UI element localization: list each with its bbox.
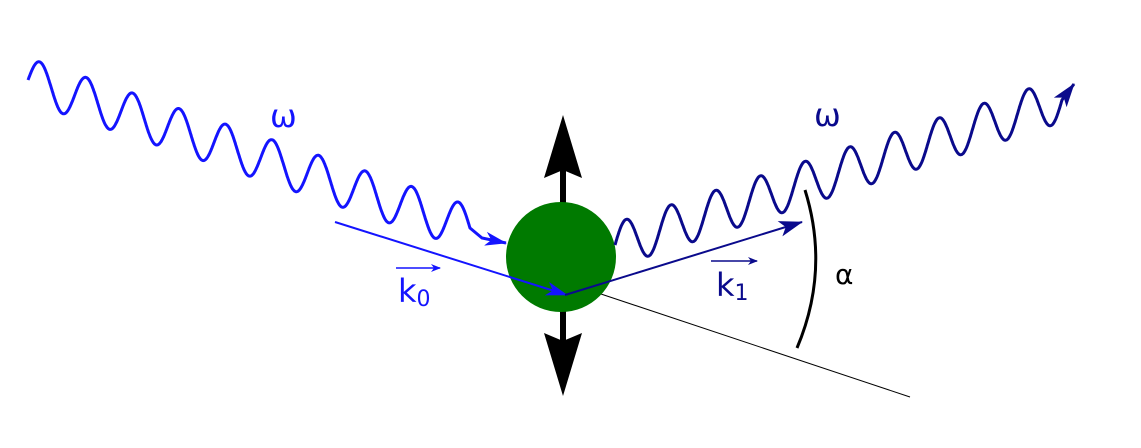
incident-wave <box>26 60 507 246</box>
omega-incident-label: ω <box>270 97 297 135</box>
scattered-wave <box>613 83 1076 258</box>
angle-arc <box>795 189 818 349</box>
k1-letter: k <box>716 266 735 304</box>
alpha-label: α <box>835 258 853 291</box>
k1-vector <box>564 221 803 296</box>
k1-subscript: 1 <box>735 281 749 306</box>
k0-label: k0 <box>398 272 431 312</box>
k0-vector <box>334 221 568 296</box>
k1-label: k1 <box>716 266 749 306</box>
reference-line <box>564 281 911 398</box>
omega-scattered-label: ω <box>814 96 841 134</box>
particle <box>506 202 616 312</box>
k0-letter: k <box>398 272 417 310</box>
k0-subscript: 0 <box>417 287 431 312</box>
